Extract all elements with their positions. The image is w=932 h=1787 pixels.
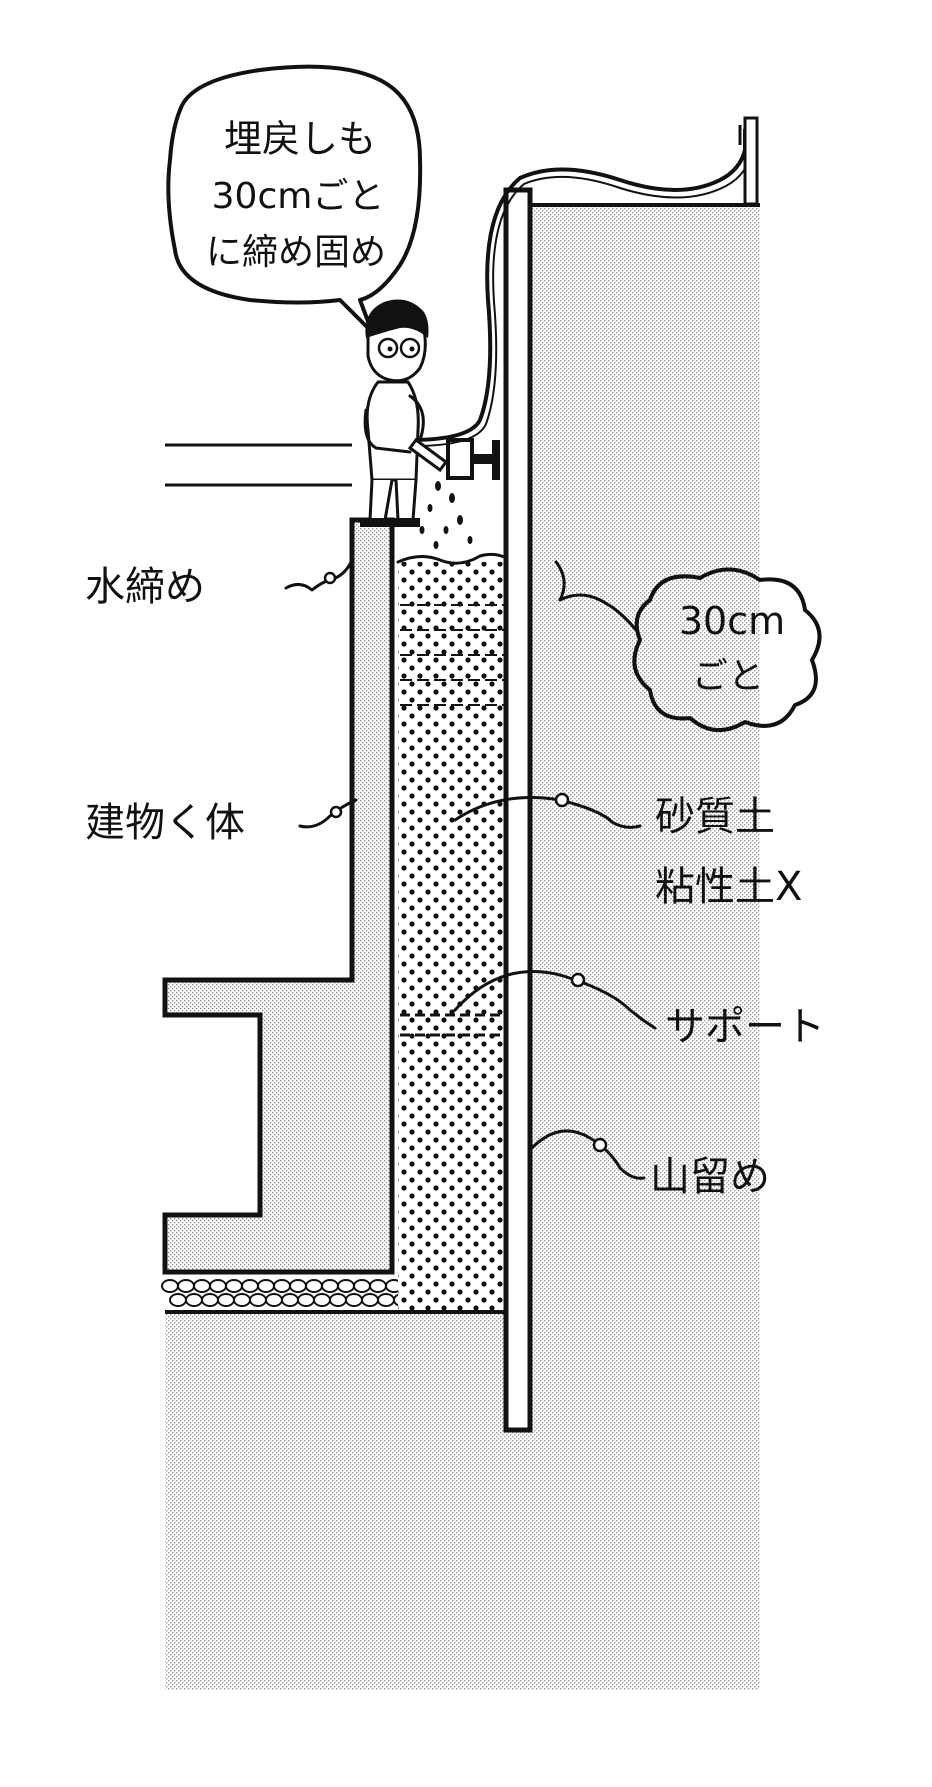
gravel-pebble — [369, 1279, 387, 1293]
leader-building-body-dot — [329, 805, 343, 819]
gravel-pebble — [233, 1293, 251, 1307]
leader-building-body — [298, 798, 358, 829]
gravel-pebble — [209, 1279, 227, 1293]
gravel-pebble — [177, 1279, 195, 1293]
leader-support-dot — [570, 972, 586, 988]
gravel-pebble — [297, 1293, 315, 1307]
leader-water-compaction-dot — [323, 571, 337, 585]
gravel-pebble — [193, 1279, 211, 1293]
cloud-line-2: ごと — [692, 656, 764, 697]
building-concrete — [162, 517, 395, 1275]
gravel-pebble — [361, 1293, 379, 1307]
water-hose-inner — [413, 129, 753, 447]
water-spray — [419, 481, 473, 549]
gravel-pebble — [321, 1279, 339, 1293]
gravel-pebble — [377, 1293, 395, 1307]
gravel-pebble — [241, 1279, 259, 1293]
gravel-pebble — [169, 1293, 187, 1307]
ground-soil-below — [165, 1310, 760, 1690]
compaction-layer-lines — [400, 604, 504, 706]
cloud-bubble — [632, 567, 822, 732]
label-building-body: 建物く体 — [85, 800, 245, 846]
gravel-pebble — [201, 1293, 219, 1307]
hose-nozzle-icon — [407, 437, 449, 473]
bubble-line-2: 30cmごと — [212, 176, 385, 217]
strut-bracket — [446, 438, 500, 480]
bubble-line-1: 埋戻しも — [224, 117, 376, 161]
leader-earth-retaining-dot — [592, 1137, 608, 1153]
leader-support — [453, 970, 657, 1030]
bubble-line-3: に締め固め — [206, 232, 386, 273]
gravel-pebble — [161, 1279, 179, 1293]
gravel-pebble — [225, 1279, 243, 1293]
leader-sandy-soil-dot — [554, 792, 570, 808]
support-strut-dashed — [400, 1013, 504, 1037]
gravel-pebble — [305, 1279, 323, 1293]
gravel-pebble — [289, 1279, 307, 1293]
gravel-pebble — [249, 1293, 267, 1307]
water-hose — [408, 128, 747, 442]
leader-earth-retaining — [530, 1129, 646, 1180]
backfill-sandy-soil — [398, 562, 506, 1310]
speech-bubble — [166, 64, 423, 334]
worker-figure — [360, 299, 449, 527]
leader-water-compaction — [284, 558, 354, 592]
gravel-pebble — [353, 1279, 371, 1293]
gravel-pebble — [337, 1279, 355, 1293]
gravel-pebble — [345, 1293, 363, 1307]
gravel-pebble — [217, 1293, 235, 1307]
gravel-pebble — [313, 1293, 331, 1307]
label-clay-soil-no: 粘性土X — [655, 864, 802, 910]
label-sandy-soil: 砂質土 — [655, 794, 775, 840]
earth-retaining-wall — [503, 187, 533, 1433]
faucet-icon — [738, 116, 759, 206]
backfill-surface — [396, 552, 508, 565]
cloud-line-1: 30cm — [679, 599, 785, 643]
gravel-pebble — [281, 1293, 299, 1307]
gravel-pebble — [273, 1279, 291, 1293]
label-support: サポート — [665, 1004, 825, 1050]
gravel-pebble — [329, 1293, 347, 1307]
label-earth-retaining: 山留め — [650, 1154, 770, 1200]
label-water-compaction: 水締め — [85, 564, 205, 610]
gravel-pebble — [257, 1279, 275, 1293]
gravel-pebble — [185, 1293, 203, 1307]
gravel-pebble — [265, 1293, 283, 1307]
cloud-leader — [554, 560, 638, 632]
leader-sandy-soil — [453, 796, 642, 829]
